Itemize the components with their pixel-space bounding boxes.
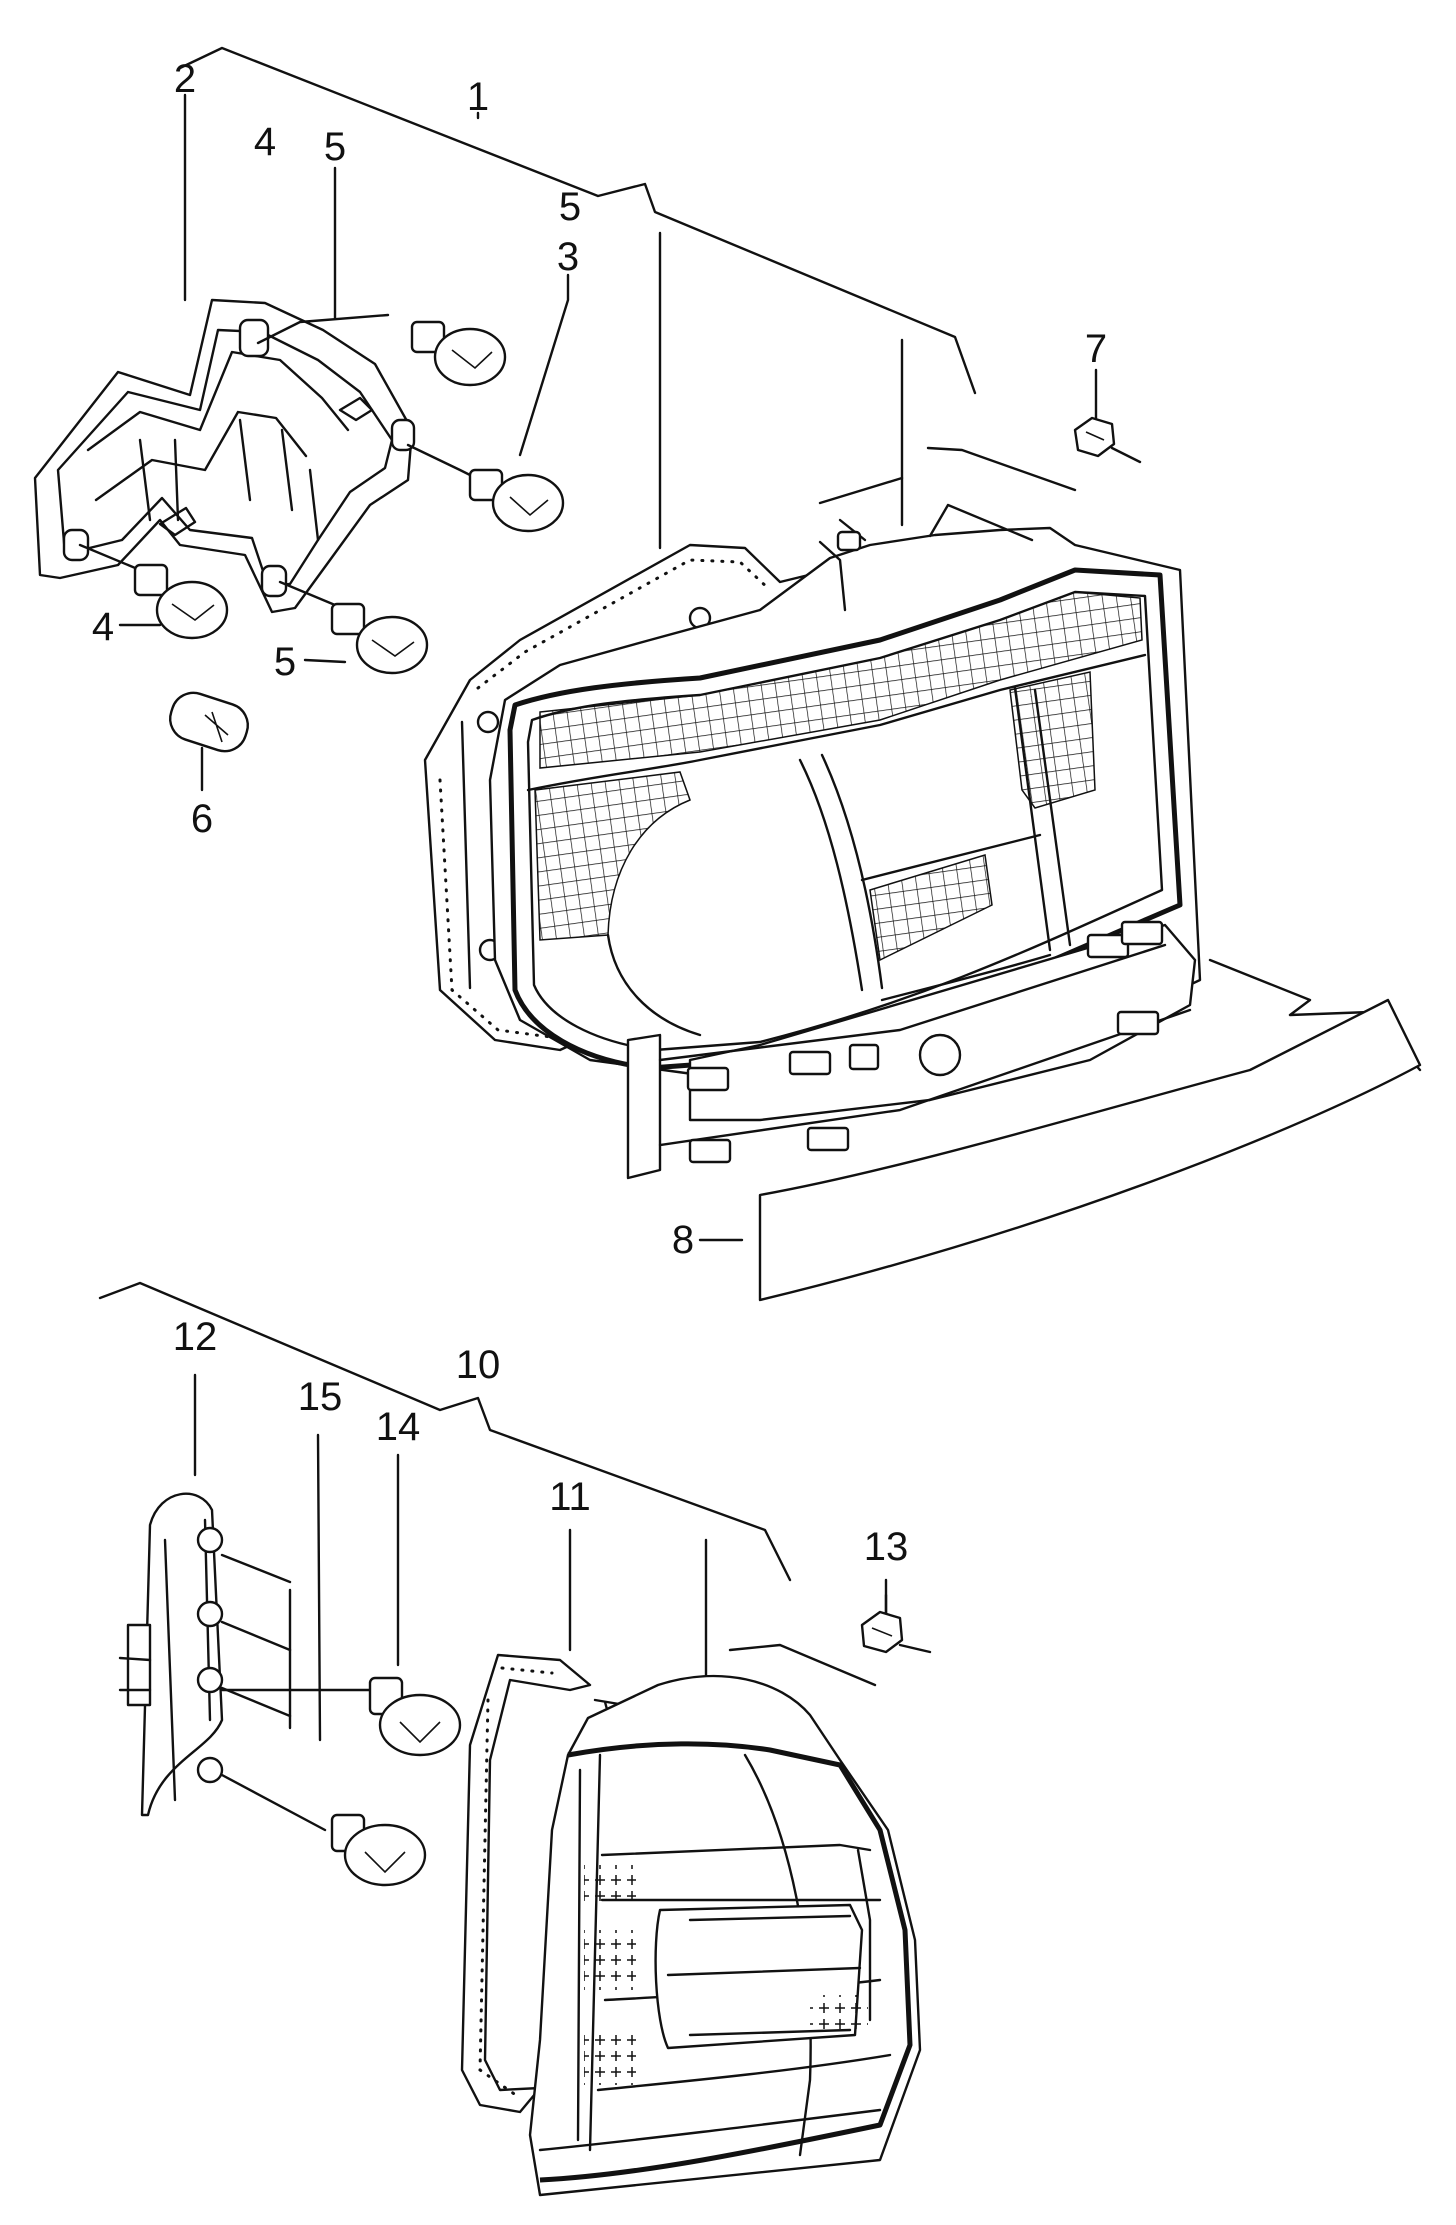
callout-14: 14	[376, 1405, 421, 1449]
callout-5-top: 5	[324, 125, 346, 169]
callout-4-left: 4	[92, 605, 114, 649]
callout-6: 6	[191, 797, 213, 841]
callout-13: 13	[864, 1525, 909, 1569]
callout-3: 3	[557, 235, 579, 279]
callout-5-right: 5	[559, 185, 581, 229]
bulb-icon	[468, 468, 565, 533]
callout-2: 2	[174, 57, 196, 101]
callout-8: 8	[672, 1218, 694, 1262]
callout-11: 11	[549, 1475, 591, 1519]
tail-lamp-lower	[528, 1674, 922, 2197]
bulb-holder-upper	[33, 298, 416, 614]
callout-labels: 1 2 3 4 4 5 5 5 6 7 8 10 11 12 13 14 15	[92, 57, 1107, 1569]
bulb-icon	[330, 602, 429, 675]
callout-7: 7	[1085, 327, 1107, 371]
upper-assembly-bracket	[178, 46, 1077, 550]
callout-10: 10	[456, 1343, 501, 1387]
bulb-icon	[410, 320, 507, 387]
trim-panel	[698, 998, 1422, 1302]
callout-15: 15	[298, 1375, 343, 1419]
bulb-group-upper	[78, 166, 570, 792]
callout-5-bottom: 5	[274, 640, 296, 684]
callout-4-top: 4	[254, 120, 276, 164]
small-bulb-icon	[169, 691, 249, 753]
tail-lamp-upper	[423, 503, 1422, 1180]
callout-12: 12	[173, 1315, 218, 1359]
nut-icon	[1073, 368, 1142, 464]
bulb-icon	[368, 1676, 462, 1757]
bulb-holder-lower	[118, 1492, 372, 1832]
nut-icon	[860, 1578, 932, 1654]
bulb-icon	[330, 1813, 427, 1887]
callout-1: 1	[467, 75, 489, 119]
bulb-icon	[133, 563, 229, 640]
